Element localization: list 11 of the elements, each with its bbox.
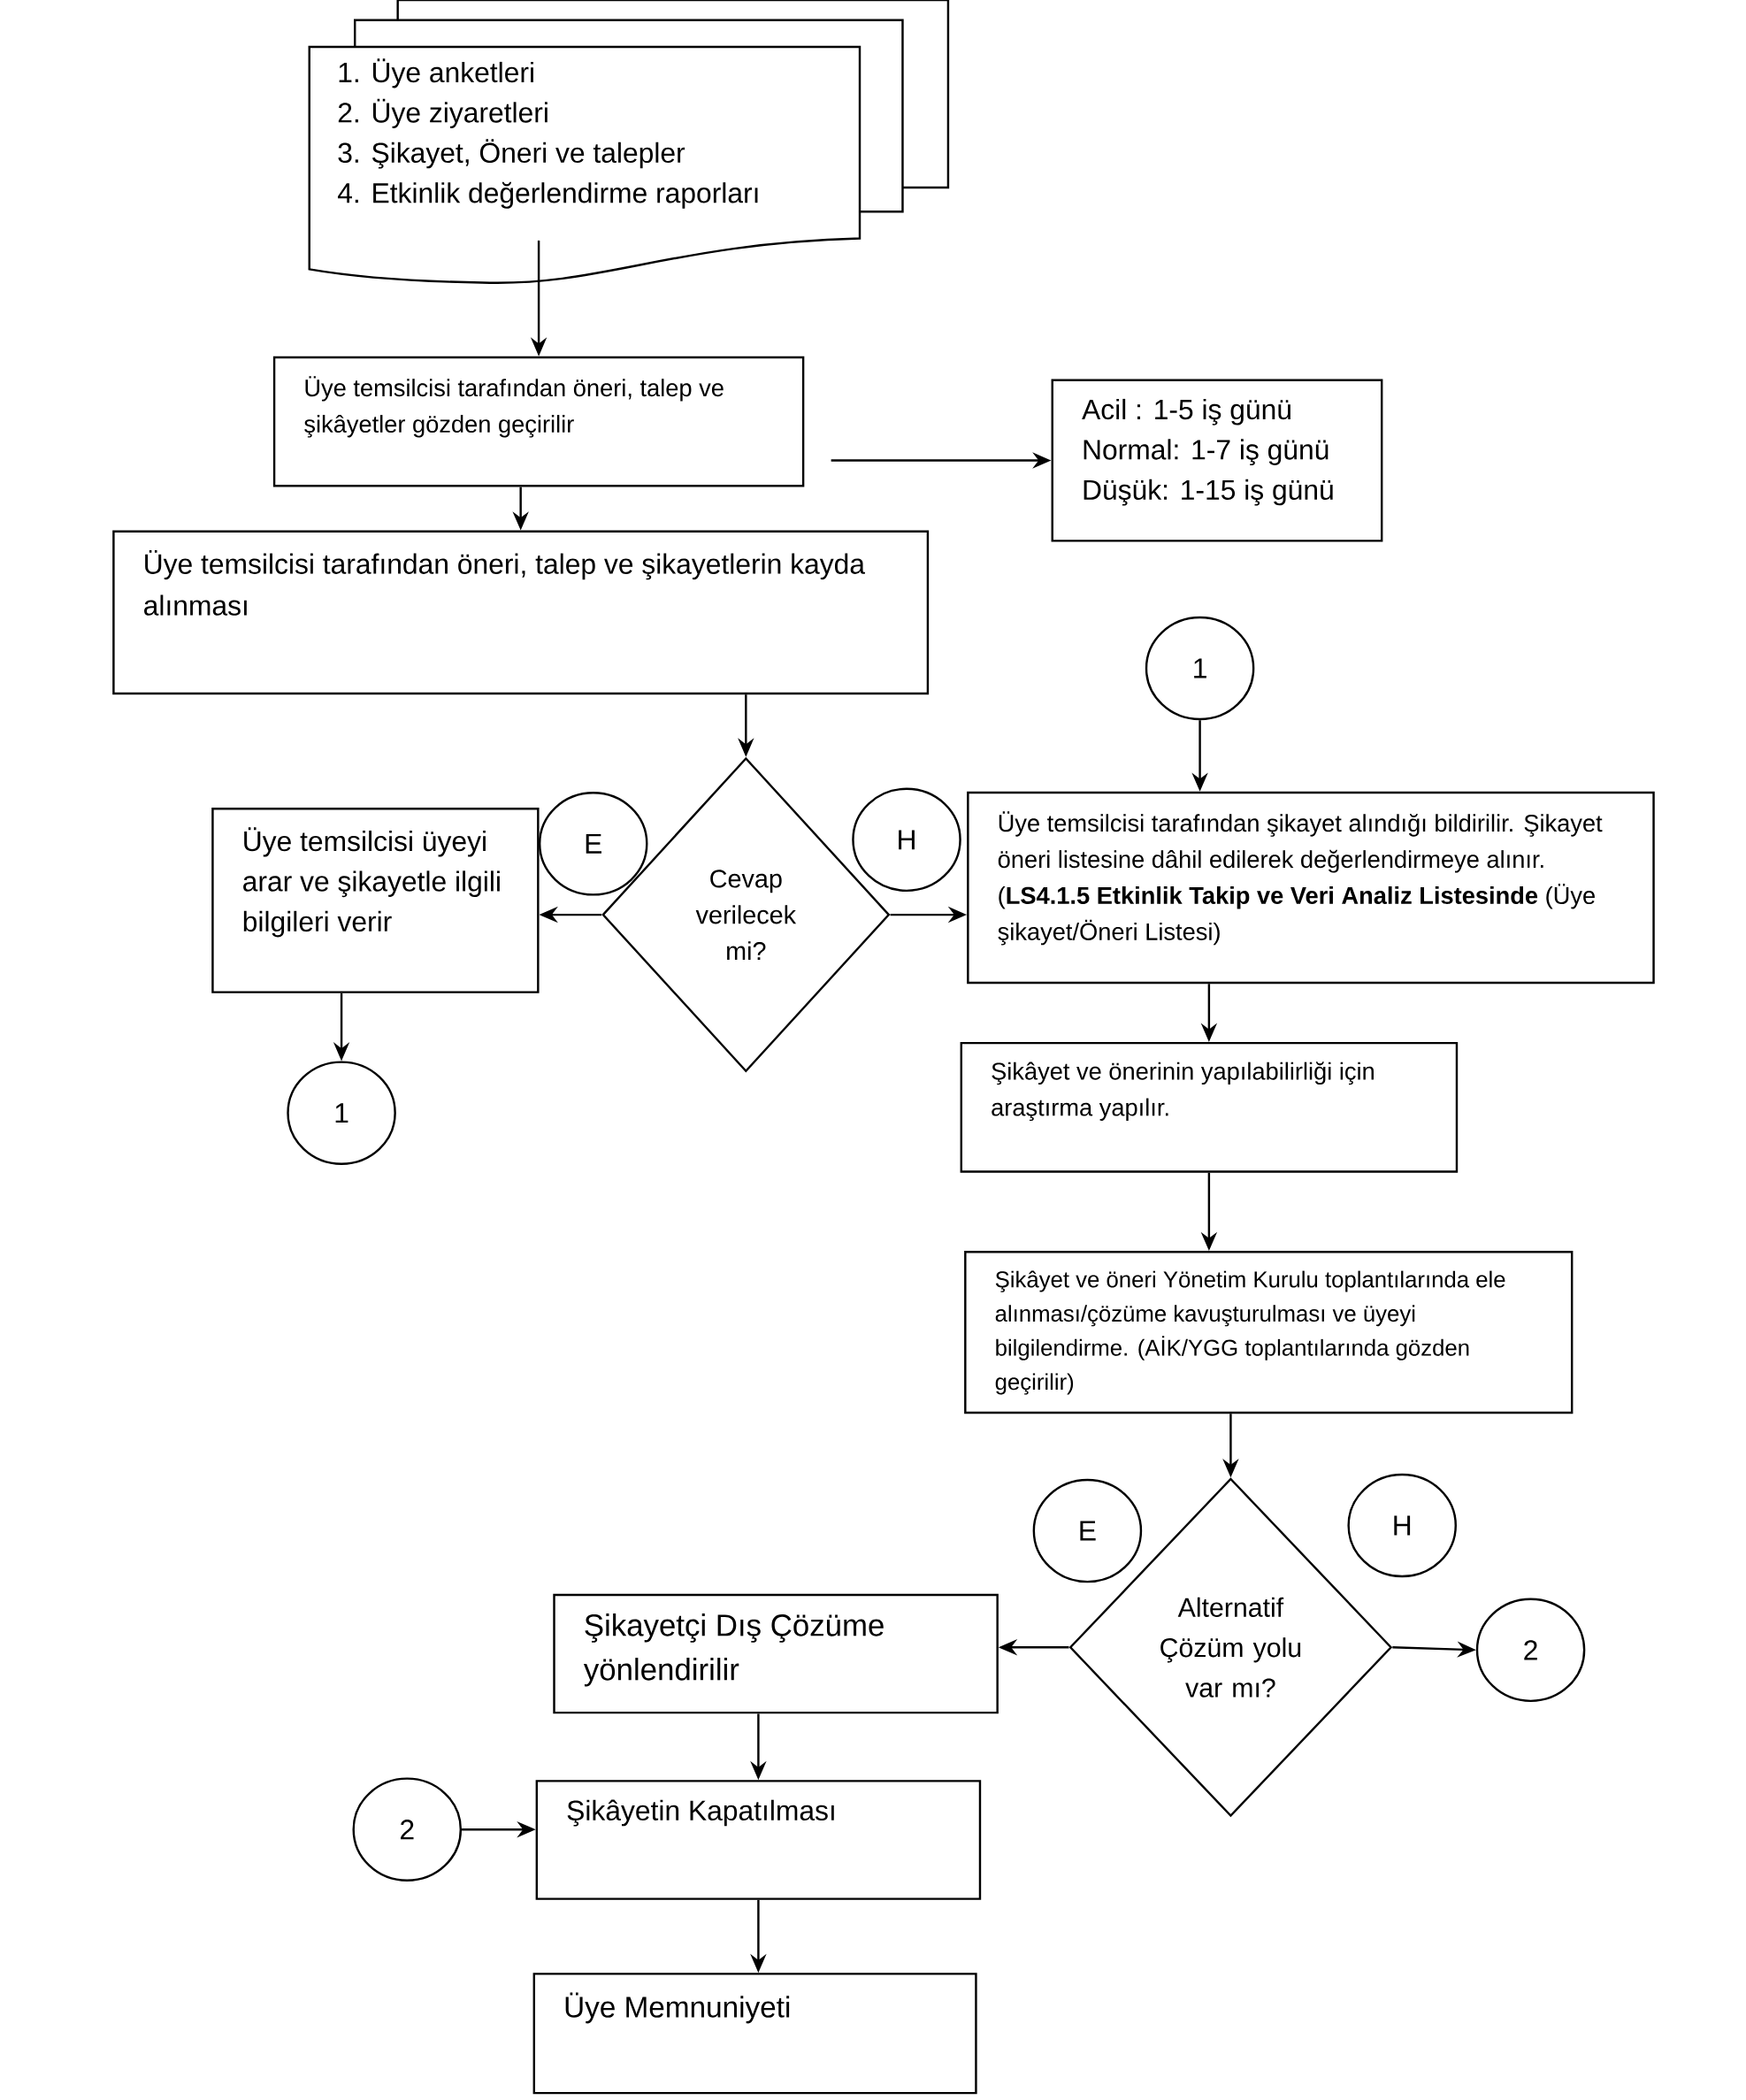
process-box: Şikâyetin Kapatılması — [535, 1780, 982, 1900]
process-box: Üye Memnuniyeti — [532, 1973, 977, 2095]
process-box: Şikâyet ve öneri Yönetim Kurulu toplantılarında ele alınması/çözüme kavuşturulması ve üyeyi bilgilendirme. (AİK/YGG toplantılarında gözden geçirilir) — [964, 1251, 1574, 1414]
process-box: Üye temsilcisi tarafından öneri, talep ve şikâyetler gözden geçirilir — [272, 356, 805, 487]
process-box: Üye temsilcisi tarafından öneri, talep ve şikayetlerin kayda alınması — [112, 530, 929, 695]
process-box: Şikayetçi Dış Çözüme yönlendirilir — [553, 1593, 999, 1714]
document-stack: 1. Üye anketleri 2. Üye ziyaretleri 3. Şikayet, Öneri ve talepler 4. Etkinlik değerlendirme raporları — [308, 0, 949, 284]
process-box: Acil : 1-5 iş günü Normal: 1-7 iş günü Düşük: 1-15 iş günü — [1051, 379, 1383, 542]
process-box: Üye temsilcisi tarafından şikayet alındığı bildirilir. Şikayet öneri listesine dâhil edilerek değerlendirmeye alınır. (LS4.1.5 Etkinlik Takip ve Veri Analiz Listesinde (Üye şikayet/Öneri Listesi) — [967, 791, 1655, 985]
process-box: Şikâyet ve önerinin yapılabilirliği için araştırma yapılır. — [960, 1041, 1459, 1173]
process-box: Üye temsilcisi üyeyi arar ve şikayetle ilgili bilgileri verir — [211, 807, 540, 993]
